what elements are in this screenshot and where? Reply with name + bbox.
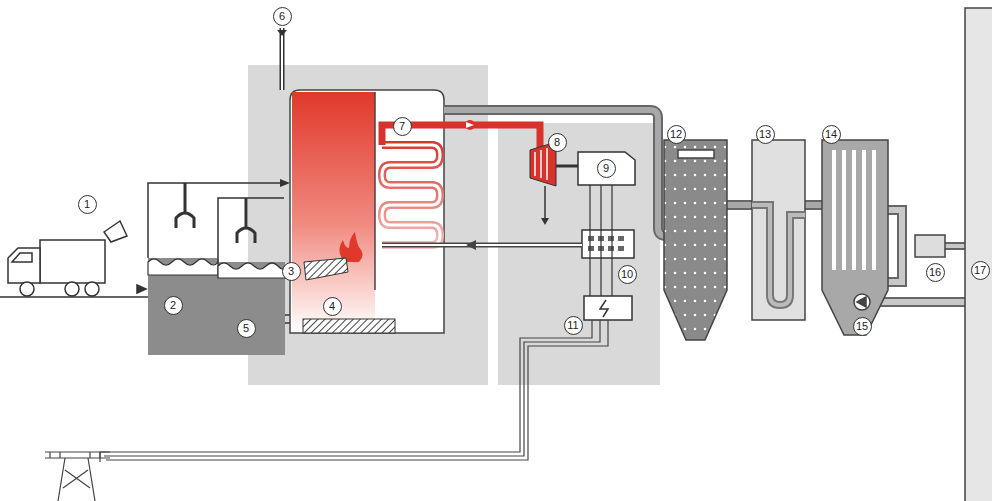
callout-number: 5 [237,319,256,338]
flue-gas-cleaning [664,8,992,501]
callout-number: 16 [926,263,945,282]
callout-number: 2 [164,296,183,315]
callout-number: 13 [756,125,775,144]
waste-bunker [148,179,300,355]
callout-number: 17 [971,261,990,280]
callout-number: 7 [393,117,412,136]
callout-number: 11 [564,316,583,335]
callout-number: 15 [853,317,872,336]
callout-number: 6 [273,7,292,26]
callout-number: 1 [78,195,97,214]
callout-number: 8 [548,133,567,152]
boiler [277,28,444,333]
callout-number: 4 [323,297,342,316]
callout-number: 9 [597,159,616,178]
garbage-truck [0,221,148,297]
steam-cycle [382,120,635,320]
power-line [45,320,608,501]
callout-number: 10 [618,265,637,284]
callout-number: 14 [822,125,841,144]
callout-number: 3 [282,262,301,281]
callout-number: 12 [667,125,686,144]
